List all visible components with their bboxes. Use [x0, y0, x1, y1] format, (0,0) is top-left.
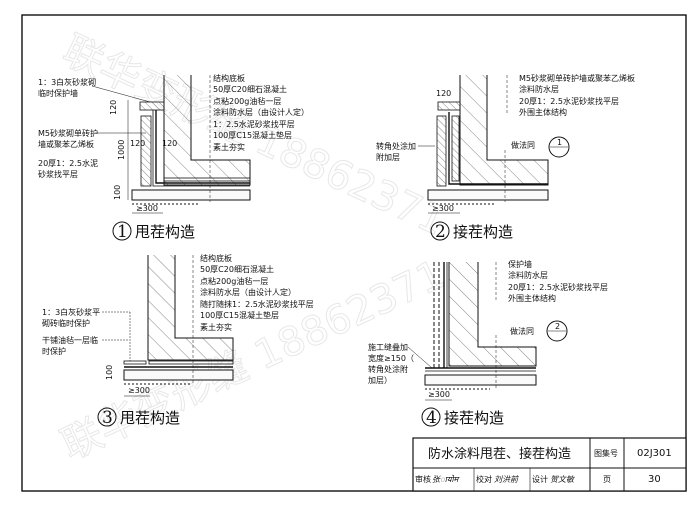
svg-text:做法同: 做法同 — [510, 326, 534, 336]
svg-text:设计: 设计 — [532, 474, 548, 484]
svg-text:点粘200g油毡一层: 点粘200g油毡一层 — [200, 276, 268, 286]
svg-text:120: 120 — [436, 89, 451, 98]
svg-text:1：2.5水泥砂浆找平层: 1：2.5水泥砂浆找平层 — [213, 119, 295, 129]
detail-2: 120 ≥300 M5砂浆砌单砖护墙或聚苯乙烯板 涂料防水层 20厚1：2.5水… — [376, 73, 635, 242]
svg-text:30: 30 — [648, 474, 661, 485]
svg-text:M5砂浆砌单砖护: M5砂浆砌单砖护 — [38, 128, 98, 138]
svg-text:1：3白灰砂浆砌: 1：3白灰砂浆砌 — [38, 77, 96, 87]
svg-text:20厚1：2.5水泥砂浆找平层: 20厚1：2.5水泥砂浆找平层 — [508, 282, 608, 292]
svg-text:外围主体结构: 外围主体结构 — [519, 107, 567, 117]
svg-text:120: 120 — [130, 139, 145, 148]
svg-text:3: 3 — [102, 408, 113, 428]
svg-text:砂浆找平层: 砂浆找平层 — [38, 169, 78, 179]
svg-text:1000: 1000 — [117, 140, 126, 160]
svg-text:附加层: 附加层 — [376, 152, 400, 162]
svg-text:100: 100 — [113, 185, 122, 200]
svg-text:转角处涂附: 转角处涂附 — [368, 364, 408, 374]
svg-text:图集号: 图集号 — [594, 448, 618, 458]
svg-text:保护墙: 保护墙 — [508, 259, 532, 269]
svg-text:120: 120 — [109, 100, 118, 115]
svg-text:甩茬构造: 甩茬构造 — [120, 409, 180, 427]
svg-text:M5砂浆砌单砖护墙或聚苯乙烯板: M5砂浆砌单砖护墙或聚苯乙烯板 — [519, 73, 635, 83]
svg-text:结构底板: 结构底板 — [200, 253, 232, 263]
svg-text:校对: 校对 — [476, 474, 492, 484]
svg-text:2: 2 — [555, 322, 560, 331]
drawing-title: 防水涂料甩茬、接茬构造 — [428, 446, 571, 462]
svg-text:砌砖临时保护: 砌砖临时保护 — [42, 318, 90, 328]
svg-text:转角处涂加: 转角处涂加 — [376, 141, 416, 151]
svg-text:刘洪前: 刘洪前 — [494, 475, 519, 484]
svg-text:点粘200g油毡一层: 点粘200g油毡一层 — [213, 96, 281, 106]
detail-1-right-labels: 结构底板 50厚C20细石混凝土 点粘200g油毡一层 涂料防水层（由设计人定）… — [213, 73, 309, 152]
svg-text:50厚C20细石混凝土: 50厚C20细石混凝土 — [213, 84, 287, 94]
svg-text:120: 120 — [162, 139, 177, 148]
svg-text:02J301: 02J301 — [637, 448, 672, 459]
svg-text:1: 1 — [557, 138, 562, 147]
svg-text:接茬构造: 接茬构造 — [444, 409, 504, 427]
svg-text:涂料防水层（由设计人定）: 涂料防水层（由设计人定） — [200, 287, 296, 297]
svg-text:1: 1 — [117, 222, 128, 242]
svg-text:涂料防水层: 涂料防水层 — [508, 270, 548, 280]
svg-text:2: 2 — [435, 222, 446, 242]
svg-text:张ायोम: 张ायोम — [432, 474, 461, 484]
svg-text:随打随抹1：2.5水泥砂浆找平层: 随打随抹1：2.5水泥砂浆找平层 — [200, 299, 314, 309]
detail-1: 120 1000 120 120 100 ≥300 结构底板 50厚C20细石混… — [38, 73, 309, 242]
svg-text:页: 页 — [603, 475, 611, 484]
svg-text:≥300: ≥300 — [428, 390, 450, 399]
svg-text:做法同: 做法同 — [511, 140, 535, 150]
svg-text:≥300: ≥300 — [432, 204, 454, 213]
svg-text:临时保护墙: 临时保护墙 — [38, 88, 78, 98]
svg-text:外围主体结构: 外围主体结构 — [508, 293, 556, 303]
svg-text:100厚C15混凝土垫层: 100厚C15混凝土垫层 — [213, 130, 292, 140]
svg-text:接茬构造: 接茬构造 — [453, 223, 513, 241]
svg-text:审核: 审核 — [415, 474, 431, 484]
svg-text:宽度≥150（: 宽度≥150（ — [368, 353, 414, 363]
detail-1-left-labels: 1：3白灰砂浆砌 临时保护墙 M5砂浆砌单砖护 墙或聚苯乙烯板 20厚1：2.5… — [38, 77, 151, 179]
svg-text:100: 100 — [105, 365, 114, 380]
svg-text:涂料防水层: 涂料防水层 — [519, 84, 559, 94]
svg-text:≥300: ≥300 — [136, 204, 158, 213]
svg-text:4: 4 — [426, 408, 437, 428]
svg-text:加层）: 加层） — [368, 375, 392, 385]
svg-text:≥300: ≥300 — [128, 386, 150, 395]
detail-4: ≥300 保护墙 涂料防水层 20厚1：2.5水泥砂浆找平层 外围主体结构 施工… — [368, 259, 608, 428]
svg-text:甩茬构造: 甩茬构造 — [135, 223, 195, 241]
svg-text:20厚1：2.5水泥: 20厚1：2.5水泥 — [38, 158, 98, 168]
svg-text:涂料防水层（由设计人定）: 涂料防水层（由设计人定） — [213, 107, 309, 117]
svg-text:贺文敏: 贺文敏 — [550, 475, 575, 484]
svg-text:结构底板: 结构底板 — [213, 73, 245, 83]
svg-text:墙或聚苯乙烯板: 墙或聚苯乙烯板 — [38, 139, 94, 149]
svg-text:干铺油毡一层临: 干铺油毡一层临 — [42, 335, 98, 345]
svg-text:1：3白灰砂浆平: 1：3白灰砂浆平 — [42, 307, 100, 317]
svg-text:50厚C20细石混凝土: 50厚C20细石混凝土 — [200, 264, 274, 274]
svg-text:20厚1：2.5水泥砂浆找平层: 20厚1：2.5水泥砂浆找平层 — [519, 96, 619, 106]
svg-text:素土夯实: 素土夯实 — [213, 142, 245, 152]
svg-text:时保护: 时保护 — [42, 346, 66, 356]
svg-text:100厚C15混凝土垫层: 100厚C15混凝土垫层 — [200, 310, 279, 320]
detail-3: 100 ≥300 结构底板 50厚C20细石混凝土 点粘200g油毡一层 涂料防… — [42, 253, 314, 428]
title-block: 防水涂料甩茬、接茬构造 图集号 02J301 审核 张ायोम 校对 刘洪前 设… — [22, 437, 687, 492]
svg-text:施工缝叠加: 施工缝叠加 — [368, 342, 408, 352]
svg-text:素土夯实: 素土夯实 — [200, 322, 232, 332]
